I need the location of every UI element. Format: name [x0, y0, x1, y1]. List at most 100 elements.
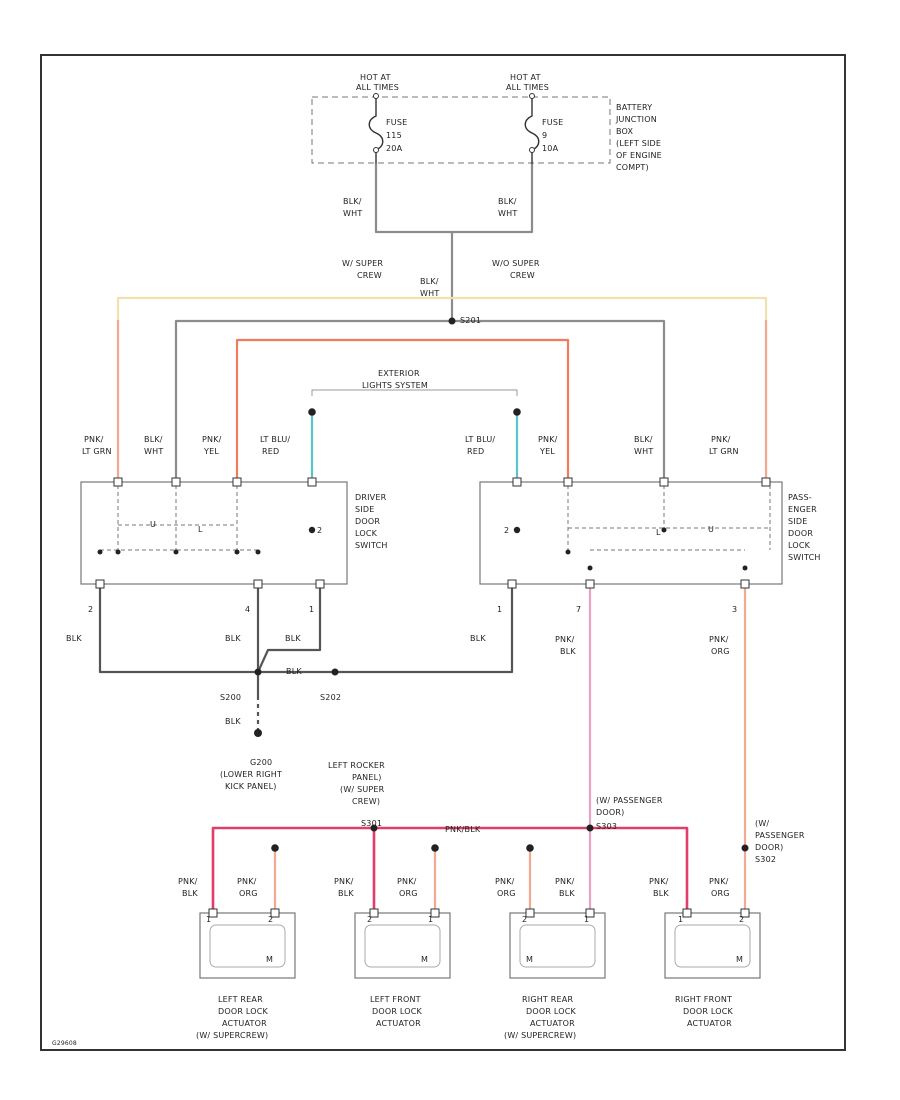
fuse-1-number: 115: [386, 131, 402, 140]
bjb-line-5: OF ENGINE: [616, 151, 662, 160]
pin-d2: 4: [245, 605, 250, 614]
act-pin-4: 1: [428, 915, 433, 924]
fuse-2-number: 9: [542, 131, 547, 140]
terminal-5: [512, 477, 522, 487]
fuse-115: [368, 93, 384, 164]
w5a: LT BLU/: [465, 435, 495, 444]
blk-4: BLK: [470, 634, 486, 643]
a1-pnkblk-a: PNK/: [178, 877, 198, 886]
terminal-7: [659, 477, 669, 487]
w7a: BLK/: [634, 435, 653, 444]
terminal-2: [171, 477, 181, 487]
splice-s200: S200: [220, 693, 241, 702]
pin-p3: 3: [732, 605, 737, 614]
pass-switch-name-5: LOCK: [788, 541, 811, 550]
w-pass-door-4: PASSENGER: [755, 831, 805, 840]
connector-terminals: [95, 477, 771, 918]
with-super-crew-a: W/ SUPER: [342, 259, 383, 268]
act3-name-a: RIGHT REAR: [522, 995, 573, 1004]
w8b: LT GRN: [709, 447, 739, 456]
terminal-22: [740, 908, 750, 918]
driver-switch-l: L: [198, 525, 203, 534]
left-rear-door-lock-actuator[interactable]: [199, 912, 296, 979]
driver-switch-pin: 2: [317, 526, 322, 535]
a3-pnkblk-b: BLK: [559, 889, 575, 898]
w8a: PNK/: [711, 435, 731, 444]
pass-switch-name-3: SIDE: [788, 517, 807, 526]
pass-switch-l: L: [656, 528, 661, 537]
splice-s202: S202: [320, 693, 341, 702]
wire-red-16: [211, 826, 689, 913]
bjb-line-2: JUNCTION: [615, 115, 657, 124]
terminal-3: [232, 477, 242, 487]
pnkorg-a: PNK/: [709, 635, 729, 644]
splice-s302: S302: [755, 855, 776, 864]
terminal-16: [270, 908, 280, 918]
left-rocker-2: PANEL): [352, 773, 382, 782]
w-pass-door-5: DOOR): [755, 843, 783, 852]
a4-pnkorg-b: ORG: [711, 889, 730, 898]
act-motor-1: M: [266, 955, 273, 964]
left-rocker-4: CREW): [352, 797, 380, 806]
a1-pnkorg-a: PNK/: [237, 877, 257, 886]
act2-name-b: DOOR LOCK: [372, 1007, 423, 1016]
terminal-10: [253, 579, 263, 589]
fuse-1-label: FUSE: [386, 118, 407, 127]
driver-switch-name-5: SWITCH: [355, 541, 388, 550]
fuse-2-rating: 10A: [542, 144, 559, 153]
w3a: PNK/: [202, 435, 222, 444]
bjb-line-6: COMPT): [616, 163, 649, 172]
a2-pnkorg-a: PNK/: [397, 877, 417, 886]
terminal-14: [740, 579, 750, 589]
pin-p1: 1: [497, 605, 502, 614]
passenger-door-lock-switch[interactable]: [479, 481, 783, 585]
driver-door-lock-switch[interactable]: [80, 481, 348, 585]
a1-pnkblk-b: BLK: [182, 889, 198, 898]
act-pin-1: 1: [206, 915, 211, 924]
terminal-13: [585, 579, 595, 589]
bjb-line-3: BOX: [616, 127, 634, 136]
splice-dots: [97, 317, 749, 852]
terminal-18: [430, 908, 440, 918]
act-pin-3: 2: [367, 915, 372, 924]
without-super-crew-a: W/O SUPER: [492, 259, 540, 268]
w-pass-door-2: DOOR): [596, 808, 624, 817]
w7b: WHT: [634, 447, 653, 456]
wire-blkwht-1a: BLK/: [343, 197, 362, 206]
left-rocker-1: LEFT ROCKER: [328, 761, 385, 770]
hot-at-all-times-2: HOT AT: [510, 73, 541, 82]
wire-blkwht-3b: WHT: [420, 289, 439, 298]
a3-pnkorg-b: ORG: [497, 889, 516, 898]
terminal-17: [369, 908, 379, 918]
ground-g200-c: KICK PANEL): [225, 782, 277, 791]
act3-name-c: ACTUATOR: [530, 1019, 575, 1028]
act-pin-8: 2: [739, 915, 744, 924]
pass-switch-pin: 2: [504, 526, 509, 535]
w1b: LT GRN: [82, 447, 112, 456]
w4b: RED: [262, 447, 279, 456]
pass-switch-name-2: ENGER: [788, 505, 817, 514]
battery-junction-box-outline: [311, 96, 611, 164]
driver-switch-u: U: [150, 520, 156, 529]
a3-pnkorg-a: PNK/: [495, 877, 515, 886]
act-motor-2: M: [421, 955, 428, 964]
pass-switch-name-4: DOOR: [788, 529, 813, 538]
act-motor-4: M: [736, 955, 743, 964]
figure-code: G29608: [52, 1040, 77, 1047]
fuse-9: [524, 93, 540, 164]
act3-name-b: DOOR LOCK: [526, 1007, 577, 1016]
a2-pnkorg-b: ORG: [399, 889, 418, 898]
pin-d3: 1: [309, 605, 314, 614]
act1-name-b: DOOR LOCK: [218, 1007, 269, 1016]
left-rocker-3: (W/ SUPER: [340, 785, 385, 794]
wire-blk-12: [256, 586, 322, 673]
w5b: RED: [467, 447, 484, 456]
act1-name-c: ACTUATOR: [222, 1019, 267, 1028]
pnkblk-b: BLK: [560, 647, 576, 656]
terminal-4: [307, 477, 317, 487]
a2-pnkblk-a: PNK/: [334, 877, 354, 886]
fuse-2-label: FUSE: [542, 118, 563, 127]
a1-pnkorg-b: ORG: [239, 889, 258, 898]
bjb-line-1: BATTERY: [616, 103, 652, 112]
